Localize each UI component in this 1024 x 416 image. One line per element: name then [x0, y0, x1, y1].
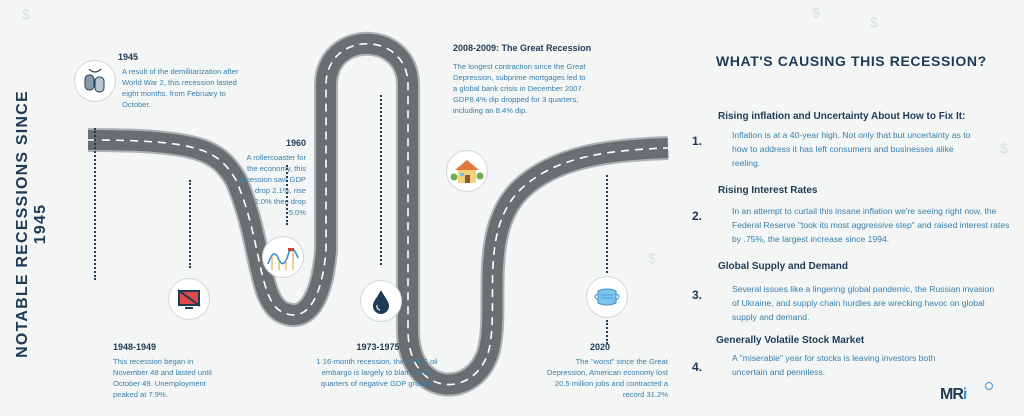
connector-line — [286, 165, 288, 225]
connector-line — [606, 175, 608, 273]
decorative-dollar-icon: $ — [648, 250, 656, 266]
timeline-text-1973-1975: 1 16-month recession, the OPEC oil embar… — [316, 357, 438, 388]
decorative-dollar-icon: $ — [812, 4, 820, 20]
timeline-text-1960: A rollercoaster for the economy, this re… — [239, 153, 306, 217]
face-mask-icon — [586, 276, 628, 318]
timeline-text-1948-1949: This recession began in November 48 and … — [113, 357, 212, 399]
timeline-text-1945: A result of the demilitarization after W… — [122, 67, 239, 109]
connector-line — [380, 95, 382, 265]
logo-registered-icon — [985, 382, 993, 390]
cause-number-4: 4. — [692, 360, 703, 374]
house-icon — [446, 150, 488, 192]
timeline-text-2020: The "worst" since the Great Depression, … — [546, 357, 668, 399]
cause-text-4: A "miserable" year for stocks is leaving… — [732, 353, 936, 377]
connector-line — [94, 128, 96, 280]
decorative-dollar-icon: $ — [870, 14, 878, 30]
cause-number-1: 1. — [692, 134, 703, 148]
timeline-text-2008-2009: The longest contraction since the Great … — [453, 62, 586, 115]
cause-number-2: 2. — [692, 209, 703, 223]
road-graphic — [87, 31, 669, 397]
timeline-year-1948-1949: 1948-1949 — [113, 342, 157, 352]
cause-title-1: Rising inflation and Uncertainty About H… — [718, 111, 966, 122]
mri-logo: MRi — [940, 386, 968, 404]
oil-drop-icon — [360, 280, 402, 322]
rollercoaster-icon — [262, 236, 304, 278]
cause-number-3: 3. — [692, 288, 703, 302]
decorative-dollar-icon: $ — [1000, 140, 1008, 156]
timeline-year-1945: 1945 — [118, 52, 139, 62]
timeline-year-1973-1975: 1973-1975 — [356, 342, 400, 352]
timeline-year-2008-2009: 2008-2009: The Great Recession — [453, 43, 592, 53]
cause-title-3: Global Supply and Demand — [718, 261, 849, 272]
cause-text-2: In an attempt to curtail this insane inf… — [732, 206, 1010, 244]
logo-text-b: i — [962, 386, 968, 403]
timeline-year-2020: 2020 — [590, 342, 611, 352]
cause-title-4: Generally Volatile Stock Market — [716, 335, 865, 346]
connector-line — [606, 320, 608, 344]
timeline-year-1960: 1960 — [285, 138, 306, 148]
logo-text-a: MR — [940, 386, 964, 403]
cause-text-3: Several issues like a lingering global p… — [732, 284, 995, 322]
causes-heading: WHAT'S CAUSING THIS RECESSION? — [716, 53, 987, 69]
cause-text-1: Inflation is at a 40-year high. Not only… — [732, 130, 971, 168]
no-television-icon — [168, 278, 210, 320]
cause-title-2: Rising Interest Rates — [718, 185, 818, 196]
dog-tags-icon — [74, 60, 116, 102]
decorative-dollar-icon: $ — [22, 6, 30, 22]
connector-line — [189, 180, 191, 268]
